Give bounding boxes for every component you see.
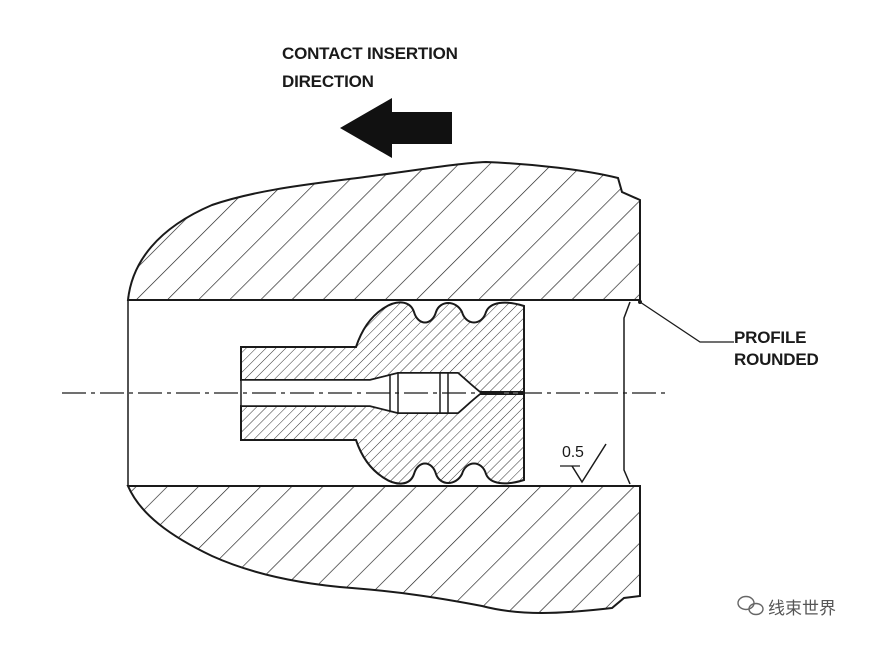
wechat-icon <box>737 595 764 616</box>
profile-callout-dot <box>638 300 642 304</box>
title-line-1: CONTACT INSERTION <box>282 44 458 63</box>
insertion-direction-title: CONTACT INSERTION DIRECTION <box>282 44 458 92</box>
profile-callout-leader <box>639 301 734 343</box>
profile-rounded-callout: PROFILE ROUNDED <box>734 328 819 370</box>
housing-upper-section <box>126 160 641 301</box>
surface-finish-symbol <box>571 443 607 484</box>
callout-line-1: PROFILE <box>734 328 807 347</box>
title-line-2: DIRECTION <box>282 72 374 91</box>
watermark-text: 线束世界 <box>768 599 836 619</box>
entry-chamfer <box>623 301 631 485</box>
housing-lower-section <box>126 485 641 614</box>
insertion-arrow-icon <box>340 98 452 158</box>
surface-finish-value: 0.5 <box>562 444 584 461</box>
callout-line-2: ROUNDED <box>734 350 819 369</box>
